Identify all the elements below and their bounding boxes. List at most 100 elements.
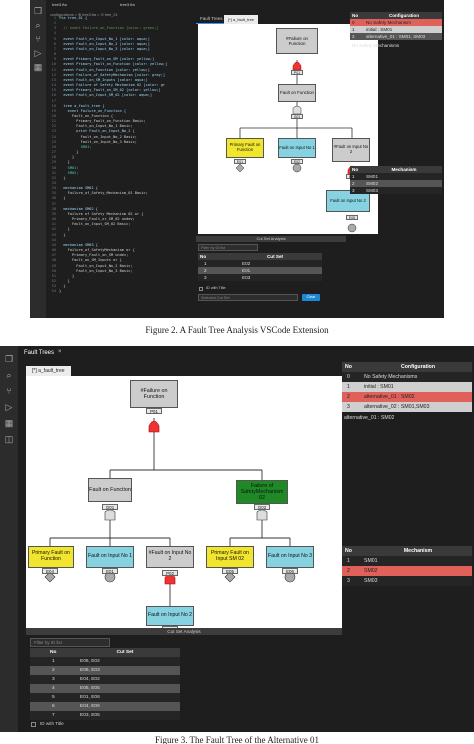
- table-row[interactable]: 2 E01: [198, 267, 322, 274]
- run-debug-icon[interactable]: ▷: [5, 402, 13, 412]
- table-row[interactable]: 2 alternative_01 : SM01, SM03: [350, 33, 442, 40]
- editor-tab[interactable]: tree3.fta: [120, 2, 135, 7]
- close-tab-icon[interactable]: ×: [58, 349, 62, 355]
- code-line[interactable]: fta tree_01 {: [59, 16, 88, 20]
- code-line[interactable]: }: [59, 284, 66, 289]
- selected-cutset-field[interactable]: Selected Cut Set: [198, 294, 298, 301]
- source-control-icon[interactable]: ⑂: [35, 34, 41, 44]
- code-line[interactable]: event Primary_Fault_on_SM [color: yellow…: [59, 57, 155, 62]
- code-line[interactable]: Primary_Fault_on_Function Basic;: [59, 119, 146, 124]
- fault-tree-canvas[interactable]: #Failure on Function P01 Fault on Functi…: [26, 376, 342, 628]
- run-debug-icon[interactable]: ▷: [34, 48, 42, 58]
- code-line[interactable]: event Failure_on_Function {: [59, 108, 127, 113]
- code-line[interactable]: }: [59, 175, 66, 180]
- code-line[interactable]: SM02;: [59, 170, 79, 175]
- code-line[interactable]: SM01;: [59, 165, 79, 170]
- tree-subtab[interactable]: [*] a_fault_tree: [224, 15, 259, 24]
- search-icon[interactable]: ⌕: [6, 370, 12, 380]
- code-text[interactable]: fta tree_01 { // event Failure_on_Functi…: [59, 16, 167, 294]
- code-line[interactable]: Fault_on_Function {: [59, 113, 114, 118]
- table-row[interactable]: 3 alternative_02 : SM01,SM03: [342, 402, 472, 412]
- basic-event-node[interactable]: Primary Fault on Function: [28, 546, 74, 568]
- code-line[interactable]: Fault_on_Input_No_3 Basic;: [59, 268, 133, 273]
- basic-event-node[interactable]: Primary Fault on Input SM 02: [206, 546, 254, 568]
- code-line[interactable]: mechanism SM02 {: [59, 206, 98, 211]
- table-row[interactable]: 1 SM01: [342, 556, 472, 566]
- explorer-tab[interactable]: tree3.fta: [52, 2, 67, 7]
- top-event-node[interactable]: #Failure on Function: [276, 28, 318, 54]
- code-line[interactable]: event Fault_on_Input_No_2 [color: aqua;]: [59, 41, 150, 46]
- basic-event-node[interactable]: Primary Fault on Function: [226, 138, 264, 158]
- code-line[interactable]: Fault_on_SM_Inputs or {: [59, 258, 122, 263]
- code-line[interactable]: }: [59, 155, 75, 160]
- fault-trees-tab[interactable]: Fault Trees: [24, 350, 55, 356]
- code-line[interactable]: Primary_Fault_or_SM_02 undev;: [59, 217, 135, 222]
- code-line[interactable]: }: [59, 227, 70, 232]
- table-row[interactable]: 1 initial : SM01: [342, 382, 472, 392]
- code-line[interactable]: }: [59, 232, 66, 237]
- table-row[interactable]: 3 E03: [198, 274, 322, 281]
- code-line[interactable]: Fault_on_Input_No_3 Basic;: [59, 139, 137, 144]
- code-line[interactable]: Failure of Safety Mechanism 02 or {: [59, 211, 144, 216]
- code-line[interactable]: Failure_of_SafetyMechanism or {: [59, 248, 135, 253]
- table-row[interactable]: 1 initial : SM01: [350, 26, 442, 33]
- code-line[interactable]: mechanism SM01 {: [59, 186, 98, 191]
- id-with-title-checkbox[interactable]: [31, 722, 36, 727]
- files-icon[interactable]: ❐: [4, 354, 14, 364]
- tree-subtab[interactable]: [*] a_fault_tree: [26, 366, 71, 376]
- table-row[interactable]: 0 No Safety Mechanism: [350, 19, 442, 26]
- code-line[interactable]: }: [59, 278, 70, 283]
- table-row[interactable]: 3 E04, E02: [30, 675, 180, 684]
- code-line[interactable]: event Failure of Safety Mechanism 02 [co…: [59, 83, 166, 88]
- table-row[interactable]: 3 SM03: [350, 187, 442, 194]
- table-row[interactable]: 1 E06, E02: [30, 657, 180, 666]
- basic-event-node[interactable]: Fault on Input No 1: [278, 138, 316, 158]
- gate-node[interactable]: Failure of SafetyMechanism 02: [236, 480, 288, 504]
- code-line[interactable]: Fault_on_Input_No_2 Basic;: [59, 134, 137, 139]
- basic-event-node[interactable]: Fault on Input No 2: [326, 190, 370, 212]
- table-row[interactable]: 6 E04, E06: [30, 702, 180, 711]
- table-row[interactable]: 4 E05, E05: [30, 684, 180, 693]
- code-line[interactable]: event Fault_on_Input_No_1 [color: aqua;]: [59, 36, 150, 41]
- code-line[interactable]: SM01;: [59, 144, 92, 149]
- code-line[interactable]: Fault_on_Input_No_1 Basic;: [59, 124, 133, 129]
- code-line[interactable]: }: [59, 289, 62, 294]
- code-line[interactable]: Failure_of_Safety_Mechanism_01 Basic;: [59, 191, 148, 196]
- id-with-title-checkbox[interactable]: [199, 287, 203, 291]
- code-line[interactable]: print Fault_on_Input_No_2 {: [59, 129, 135, 134]
- code-line[interactable]: // event Failure_on_Function [color: gre…: [59, 26, 159, 31]
- code-line[interactable]: Fault_on_Input_No_2 Basic;: [59, 263, 133, 268]
- code-line[interactable]: Fault_on_Input_SM_02 Basic;: [59, 222, 131, 227]
- intermediate-event-node[interactable]: #Fault on Input No 2: [146, 546, 194, 568]
- basic-event-node[interactable]: Fault on Input No 1: [86, 546, 134, 568]
- table-row[interactable]: 5 E01, E06: [30, 693, 180, 702]
- table-row-selected[interactable]: 2 alternative_01 : SM02: [342, 392, 472, 402]
- code-line[interactable]: }: [59, 273, 75, 278]
- table-row[interactable]: 2 SM02: [350, 180, 442, 187]
- code-line[interactable]: event Fault_on_Function [color: yellow;]: [59, 67, 150, 72]
- table-row[interactable]: 2 E06, E03: [30, 666, 180, 675]
- gate-node[interactable]: Fault on Function: [88, 478, 132, 502]
- gate-node[interactable]: Fault on Function: [278, 84, 316, 102]
- code-line[interactable]: event Primary_Fault_on_SM_02 [color: yel…: [59, 88, 161, 93]
- code-line[interactable]: Primary_Fault_on_SM undev;: [59, 253, 129, 258]
- cutset-filter-input[interactable]: Filter by ID list: [198, 244, 258, 251]
- code-line[interactable]: }: [59, 160, 70, 165]
- explorer-icon[interactable]: ◫: [4, 434, 14, 444]
- code-line[interactable]: }: [59, 196, 66, 201]
- code-line[interactable]: tree a_fault_tree {: [59, 103, 105, 108]
- cutset-filter-input[interactable]: Filter by ID list: [30, 638, 110, 647]
- fault-tree-canvas[interactable]: #Failure on Function P01 Fault on Functi…: [198, 24, 378, 234]
- code-line[interactable]: event Failure_of_SafetyMechanism [color:…: [59, 72, 166, 77]
- source-control-icon[interactable]: ⑂: [6, 386, 12, 396]
- code-line[interactable]: event Primary_Fault_on_Function [color: …: [59, 62, 168, 67]
- code-line[interactable]: }: [59, 150, 79, 155]
- intermediate-event-node[interactable]: #Fault on Input No 2: [332, 138, 370, 162]
- top-event-node[interactable]: #Failure on Function: [130, 380, 178, 408]
- basic-event-node[interactable]: Fault on Input No 3: [266, 546, 314, 568]
- table-row[interactable]: 1 SM01: [350, 173, 442, 180]
- clear-button[interactable]: Clear: [302, 294, 320, 301]
- code-line[interactable]: event Fault_on_Input_No_3 [color: aqua;]: [59, 46, 150, 51]
- fault-trees-tab[interactable]: Fault Trees: [196, 14, 227, 24]
